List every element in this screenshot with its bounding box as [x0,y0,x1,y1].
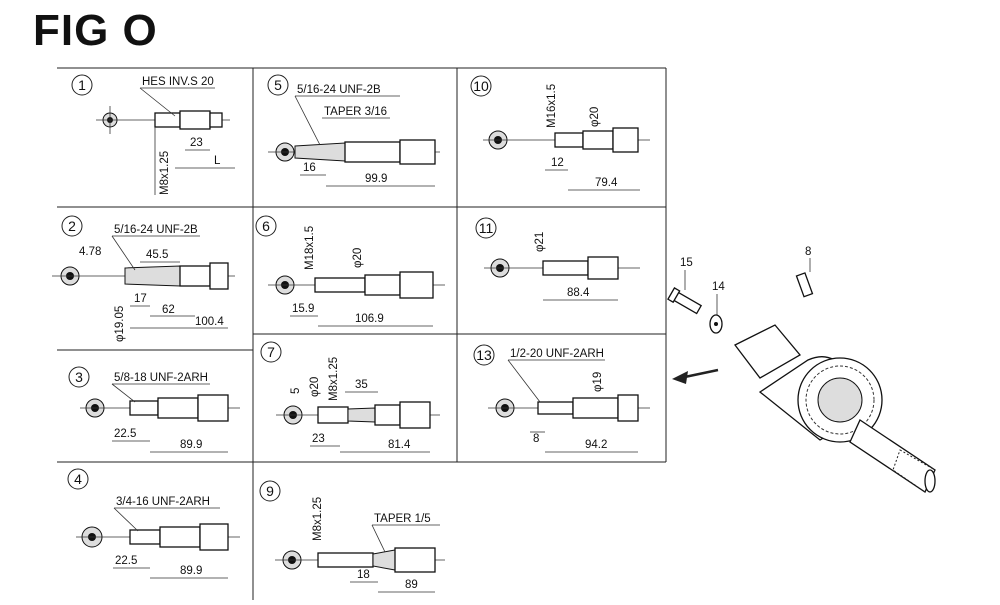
panel-7-label-814: 81.4 [388,439,411,451]
panel-5-label-thread: 5/16-24 UNF-2B [297,84,381,96]
panel-9-label-89: 89 [405,579,418,591]
panel-10-label-79: 79.4 [595,177,618,189]
panel-3-label-225: 22.5 [114,428,136,440]
panel-2-number: 2 [68,218,76,234]
panel-2-label-478: 4.78 [79,246,101,258]
panel-10-label-phi20: φ20 [589,107,601,127]
panel-13-label-thread: 1/2-20 UNF-2ARH [510,348,604,360]
panel-13: 13 1/2-20 UNF-2ARH φ19 8 94.2 [473,344,650,453]
panel-7-number: 7 [267,344,275,360]
panel-11-number: 11 [479,220,494,236]
panel-4-label-899: 89.9 [180,565,202,577]
panel-4-label-225: 22.5 [115,555,137,567]
panel-1: 1 HES INV.S 20 M8x1.25 23 L [71,74,235,195]
callout-15: 15 [680,257,693,269]
panel-13-label-8: 8 [533,433,539,445]
panel-9-label-taper: TAPER 1/5 [374,513,431,525]
panel-13-label-phi19: φ19 [592,372,604,392]
panel-4-number: 4 [74,471,82,487]
panel-10-number: 10 [473,78,489,94]
panel-2-label-thread: 5/16-24 UNF-2B [114,224,198,236]
panel-3-label-899: 89.9 [180,439,202,451]
panel-2: 2 5/16-24 UNF-2B 4.78 45.5 φ19.05 17 62 … [52,215,235,342]
panel-6: 6 M18x1.5 φ20 15.9 106.9 [255,215,445,327]
panel-7: 7 5 φ20 M8x1.25 35 23 81.4 [260,341,440,453]
panel-grid [57,67,667,600]
panel-1-label-l: L [214,155,221,167]
panel-7-label-35: 35 [355,379,368,391]
panel-5-label-99: 99.9 [365,173,387,185]
panel-11-label-phi21: φ21 [534,232,546,252]
panel-7-label-5: 5 [290,388,302,394]
panel-5: 5 5/16-24 UNF-2B TAPER 3/16 16 99.9 [267,74,440,187]
panel-3: 3 5/8-18 UNF-2ARH 22.5 89.9 [68,366,240,453]
panel-2-label-62: 62 [162,304,175,316]
panel-6-label-159: 15.9 [292,303,314,315]
panel-2-label-phi1905: φ19.05 [114,306,126,342]
panel-10-label-12: 12 [551,157,564,169]
panel-9-label-18: 18 [357,569,370,581]
panel-11: 11 φ21 88.4 [475,217,640,301]
panel-2-label-17: 17 [134,293,147,305]
panel-9-number: 9 [266,483,274,499]
panel-2-label-455: 45.5 [146,249,168,261]
panel-13-label-942: 94.2 [585,439,607,451]
panel-1-label-m8: M8x1.25 [159,151,171,195]
panel-6-label-1069: 106.9 [355,313,384,325]
panel-2-label-1004: 100.4 [195,316,224,328]
panel-5-label-16: 16 [303,162,316,174]
panel-4-label-thread: 3/4-16 UNF-2ARH [116,496,210,508]
crankshaft-icon [734,324,936,493]
panel-1-number: 1 [78,77,86,93]
panel-4: 4 3/4-16 UNF-2ARH 22.5 89.9 [67,468,240,579]
panel-5-label-taper: TAPER 3/16 [324,106,387,118]
callout-14: 14 [712,281,725,293]
panel-10-label-m16: M16x1.5 [546,84,558,128]
panel-9: 9 M8x1.25 TAPER 1/5 18 89 [259,480,445,593]
panel-7-label-m8: M8x1.25 [328,357,340,401]
panel-1-label-thread: HES INV.S 20 [142,76,214,88]
crankshaft-assembly: 15 14 8 [667,246,936,493]
figure-title: FIG O [33,6,158,55]
panel-10: 10 M16x1.5 φ20 12 79.4 [470,75,650,191]
panel-3-number: 3 [75,369,83,385]
panel-11-label-884: 88.4 [567,287,590,299]
panel-6-number: 6 [262,218,270,234]
callout-8: 8 [805,246,811,258]
panel-6-label-phi20: φ20 [352,248,364,268]
panel-7-label-23: 23 [312,433,325,445]
panel-7-label-phi20: φ20 [309,377,321,397]
panel-13-number: 13 [476,347,492,363]
panel-5-number: 5 [274,77,282,93]
panel-6-label-m18: M18x1.5 [304,226,316,270]
panel-1-label-23: 23 [190,137,203,149]
panel-9-label-m8: M8x1.25 [312,497,324,541]
panel-3-label-thread: 5/8-18 UNF-2ARH [114,372,208,384]
